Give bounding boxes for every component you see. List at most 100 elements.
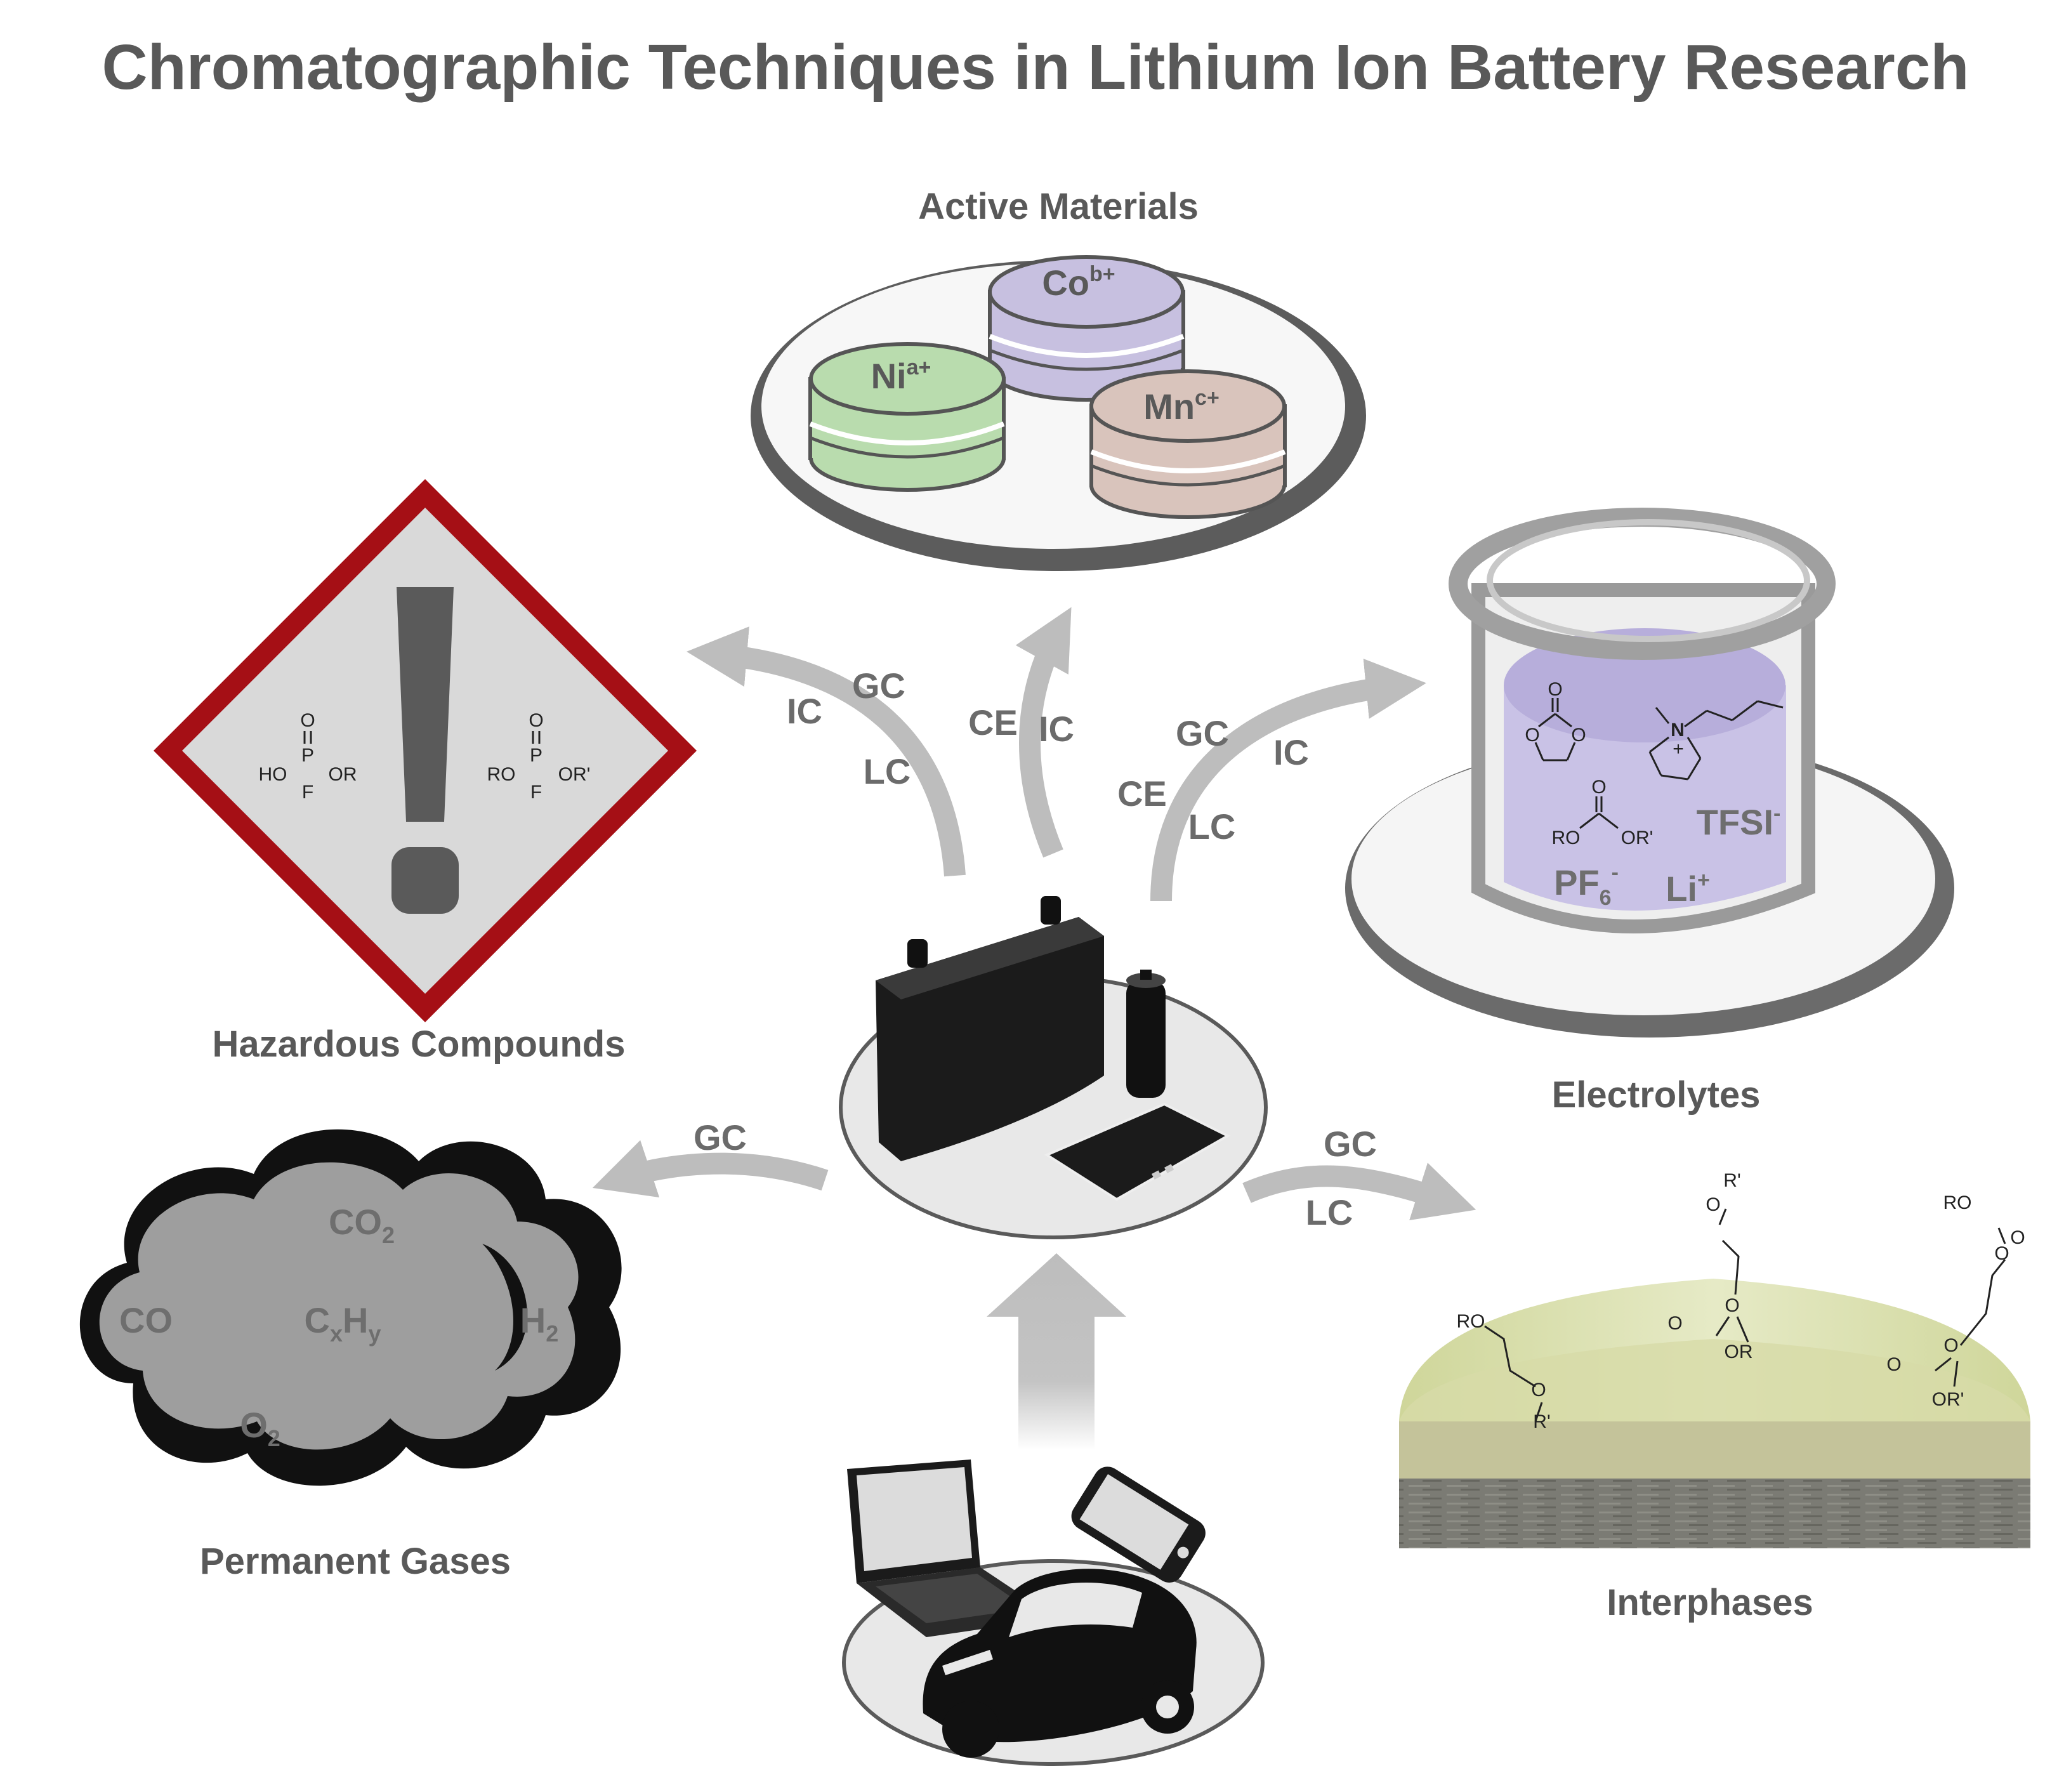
manganese-label: Mn	[1143, 386, 1195, 426]
h2-label: H	[520, 1300, 546, 1340]
hazard-f-left: F	[302, 782, 313, 803]
gas-cloud	[99, 1162, 579, 1450]
beaker-liquid	[1504, 685, 1786, 911]
electrolytes-label: Electrolytes	[1552, 1074, 1761, 1116]
h2-subscript: 2	[546, 1321, 558, 1347]
lc-carbonyl-o: O	[1591, 777, 1606, 798]
co2-subscript: 2	[382, 1222, 395, 1248]
li-ion-charge: +	[1697, 868, 1710, 892]
hazard-ro: RO	[487, 764, 516, 785]
electrolytes-group: O O O N + O RO OR' TFSI-	[1345, 508, 1954, 1116]
interphases-group: R' O RO O O RO O O OR O R' O O OR' Inter…	[1399, 1170, 2030, 1623]
cxhy-y: y	[368, 1321, 381, 1347]
diagram-title: Chromatographic Techniques in Lithium Io…	[102, 32, 1969, 103]
hazard-o-right: O	[529, 710, 543, 731]
smartphone-icon	[1071, 1466, 1206, 1583]
applications-group	[842, 1459, 1265, 1766]
lc-ro: RO	[1552, 827, 1581, 848]
interphase-dome-lower	[1399, 1339, 2030, 1421]
pyrrolidinium-structure	[1648, 700, 1784, 781]
cobalt-label: Co	[1042, 263, 1089, 303]
svg-text:Mnc+: Mnc+	[1143, 386, 1220, 426]
arrow-from-applications	[987, 1253, 1126, 1450]
ethylene-carbonate-structure	[1534, 698, 1576, 761]
hazard-ho: HO	[259, 764, 287, 785]
linear-carbonate-structure	[1579, 796, 1619, 829]
gas-cloud-crescent	[482, 1244, 527, 1371]
svg-text:CxHy: CxHy	[305, 1300, 381, 1347]
ec-ring-o-left: O	[1525, 725, 1539, 746]
interphase-or: OR	[1725, 1341, 1753, 1362]
interphase-o-6: O	[1531, 1380, 1546, 1400]
cxhy-x: x	[330, 1321, 343, 1347]
cylindrical-cell-icon	[1126, 980, 1166, 1098]
permanent-gases-group: CO2 CO CxHy H2 O2 Permanent Gases	[79, 1129, 622, 1582]
hazard-molecule-left: O P HO OR F	[259, 710, 357, 803]
tech-active-ic: IC	[1039, 709, 1074, 749]
interphase-o-2: O	[1994, 1243, 2009, 1264]
electric-car-icon	[923, 1569, 1197, 1758]
svg-text:Nia+: Nia+	[871, 355, 931, 396]
interphases-label: Interphases	[1607, 1582, 1813, 1623]
tech-interphase-lc: LC	[1306, 1192, 1353, 1232]
co-label: CO	[119, 1300, 173, 1340]
hazard-p-right: P	[530, 745, 542, 766]
svg-text:PF6-: PF6-	[1554, 860, 1619, 910]
li-ion-label: Li	[1666, 869, 1697, 909]
prismatic-terminal-left	[907, 939, 928, 968]
pf6-subscript: 6	[1600, 886, 1612, 910]
interphase-or-prime: OR'	[1932, 1389, 1964, 1410]
ec-carbonyl-o: O	[1548, 679, 1562, 700]
co2-label: CO	[329, 1202, 382, 1242]
svg-text:Li+: Li+	[1666, 868, 1710, 909]
manganese-charge: c+	[1195, 386, 1220, 410]
hazard-p-left: P	[301, 745, 314, 766]
hazard-or-prime: OR'	[558, 764, 591, 785]
beaker-rim-inner	[1487, 519, 1810, 642]
hazard-molecule-right: O P RO OR' F	[487, 710, 591, 803]
arrow-to-gases	[592, 1140, 829, 1198]
manganese-coin: Mnc+	[1089, 369, 1287, 519]
pf6-charge: -	[1612, 860, 1619, 885]
o2-label: O	[240, 1405, 268, 1445]
technique-labels: IC GC LC CE IC GC IC CE LC GC GC LC	[694, 666, 1377, 1232]
o2-subscript: 2	[268, 1425, 280, 1451]
tech-gases-gc: GC	[694, 1117, 747, 1157]
tfsi-label: TFSI	[1697, 802, 1773, 842]
nickel-charge: a+	[907, 355, 931, 379]
prismatic-terminal-right	[1041, 896, 1061, 925]
arrow-to-hazardous	[687, 626, 966, 877]
hazard-f-right: F	[530, 782, 542, 803]
interphase-o-1: O	[1706, 1194, 1720, 1215]
tech-hazard-ic: IC	[787, 691, 822, 731]
interphase-r-prime-1: R'	[1723, 1170, 1740, 1191]
tech-electrolyte-ic: IC	[1273, 732, 1309, 772]
exclamation-dot	[391, 847, 459, 914]
interphase-o-4: O	[1725, 1295, 1739, 1316]
hazardous-compounds-label: Hazardous Compounds	[213, 1024, 626, 1065]
cobalt-charge: b+	[1089, 262, 1115, 286]
hazardous-compounds-group: O P HO OR F O P RO OR' F Hazardous Compo…	[154, 479, 697, 1065]
svg-text:H2: H2	[520, 1300, 558, 1347]
tech-hazard-gc: GC	[852, 666, 905, 706]
tech-interphase-gc: GC	[1324, 1124, 1377, 1164]
tech-electrolyte-lc: LC	[1188, 807, 1236, 847]
cxhy-c: C	[305, 1300, 330, 1340]
exclamation-icon	[397, 587, 454, 822]
hazard-o-left: O	[300, 710, 315, 731]
technique-arrows	[592, 607, 1476, 1221]
hazard-or: OR	[329, 764, 357, 785]
arrow-to-electrolytes	[1150, 659, 1426, 902]
nickel-label: Ni	[871, 356, 907, 396]
pouch-cell-icon	[1044, 1102, 1231, 1201]
interphase-o-3: O	[2010, 1227, 2025, 1248]
interphase-o-8: O	[1886, 1354, 1901, 1375]
tech-electrolyte-gc: GC	[1176, 713, 1229, 753]
tech-electrolyte-ce: CE	[1117, 774, 1167, 814]
tfsi-charge: -	[1773, 801, 1780, 826]
pyrrolidinium-charge: +	[1673, 739, 1684, 760]
interphase-polymer-chains	[1484, 1208, 2006, 1422]
tech-active-ce: CE	[968, 702, 1018, 742]
ec-ring-o-right: O	[1571, 725, 1586, 746]
interphase-ro-2: RO	[1457, 1311, 1485, 1332]
